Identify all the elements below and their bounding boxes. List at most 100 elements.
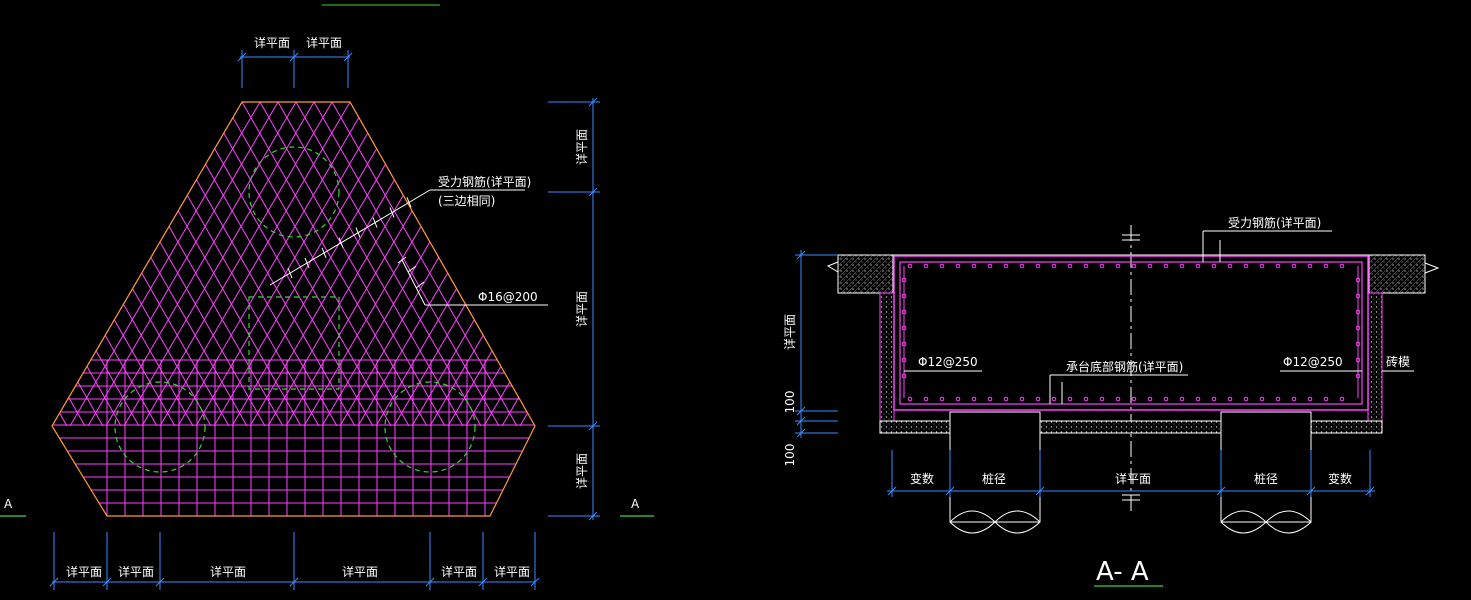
section-leaders [904, 230, 1414, 404]
rebar-dot [1035, 263, 1041, 269]
note-bar-spacing: Φ16@200 [478, 290, 538, 304]
note-main-rebar-line2: (三边相同) [438, 194, 495, 208]
rebar-line [69, 102, 261, 427]
rebar-dot [1099, 396, 1105, 402]
leader-tick [372, 217, 378, 228]
rebar-dot [1227, 263, 1233, 269]
rebar-dot [955, 263, 961, 269]
rebar-line [87, 102, 279, 427]
rebar-dot [987, 396, 993, 402]
rebar-dot [939, 396, 945, 402]
rebar-dot [987, 263, 993, 269]
rebar-line [0, 102, 26, 426]
plan-top-dimension [237, 50, 353, 88]
rebar-dot [955, 396, 961, 402]
note-main-rebar-line1: 受力钢筋(详平面) [438, 174, 531, 189]
section-mark-left-label: A [4, 497, 13, 511]
rebar-dot [1003, 396, 1009, 402]
rebar-dot [1131, 396, 1137, 402]
plan-top-dim-2: 详平面 [306, 35, 342, 50]
rebar-dot [1323, 263, 1329, 269]
rebar-line [177, 102, 369, 427]
leader-main-rebar [269, 189, 525, 286]
rebar-line [385, 102, 535, 427]
rebar-line [52, 102, 63, 427]
rebar-dot [907, 263, 913, 269]
rebar-dot [1083, 396, 1089, 402]
section-bottom-dim-3: 详平面 [1115, 471, 1151, 486]
rebar-dot [939, 263, 945, 269]
rebar-mesh [0, 102, 859, 516]
rebar-dot [1307, 263, 1313, 269]
plan-bottom-dim-6: 详平面 [494, 564, 530, 579]
rebar-dot [1307, 396, 1313, 402]
rebar-line [159, 102, 351, 427]
rebar-dot [1291, 396, 1297, 402]
rebar-dot [1227, 396, 1233, 402]
pile-circle-left [114, 381, 206, 473]
rebar-dot [1275, 263, 1281, 269]
rebar-line [259, 102, 446, 427]
rebar-line [674, 102, 859, 426]
rebar-dot [901, 325, 907, 331]
rebar-line [602, 102, 787, 426]
rebar-dot [1067, 263, 1073, 269]
rebar-line [403, 102, 535, 427]
rebar-dot [1051, 263, 1057, 269]
rebar-dot [1259, 263, 1265, 269]
rebar-line [439, 102, 535, 427]
column-outline [248, 296, 340, 390]
rebar-line [465, 102, 535, 427]
rebar-dot [923, 263, 929, 269]
rebar-dot [1003, 263, 1009, 269]
section-view: 受力钢筋(详平面) Φ12@250 承台底部钢筋(详平面) Φ12@250 砖模… [782, 215, 1440, 587]
plan-top-dim-1: 详平面 [254, 35, 290, 50]
rebar-dots [901, 263, 1361, 402]
section-title: A- A [1096, 557, 1149, 587]
rebar-line [0, 102, 31, 426]
rebar-dot [1275, 396, 1281, 402]
section-note-side-bar-right: Φ12@250 [1283, 355, 1343, 369]
rebar-line [141, 102, 333, 427]
rebar-dot [1355, 309, 1361, 315]
rebar-line [195, 102, 387, 427]
rebar-dot [1179, 263, 1185, 269]
rebar-line [0, 102, 49, 426]
leader-tick [406, 197, 412, 208]
rebar-dot [1115, 396, 1121, 402]
rebar-line [52, 102, 176, 427]
section-bottom-dim-4: 桩径 [1254, 471, 1278, 486]
rebar-line [223, 102, 410, 427]
rebar-dot [923, 396, 929, 402]
plan-right-dim-1: 详平面 [574, 129, 589, 165]
section-mark-right: A [620, 497, 654, 517]
rebar-line [620, 102, 805, 426]
rebar-dot [1339, 396, 1345, 402]
rebar-dot [1323, 396, 1329, 402]
rebar-line [367, 102, 535, 427]
plan-bottom-dim-2: 详平面 [118, 564, 154, 579]
rebar-dot [1355, 325, 1361, 331]
plan-bottom-dimension [49, 532, 540, 590]
section-mark-left: A [0, 497, 26, 517]
rebar-line [574, 102, 764, 426]
rebar-line [457, 102, 535, 427]
pile-circle-right [384, 381, 476, 473]
rebar-line [566, 102, 751, 426]
pile-cap-section [893, 255, 1369, 411]
section-note-bottom-rebar: 承台底部钢筋(详平面) [1066, 359, 1183, 374]
leader-tick [304, 257, 310, 269]
rebar-line [123, 102, 315, 427]
rebar-dot [901, 277, 907, 283]
rebar-line [52, 102, 158, 427]
rebar-line [105, 102, 297, 427]
section-bottom-dim-1: 变数 [910, 471, 934, 486]
leader-bar-spacing [397, 256, 548, 306]
rebar-dot [1147, 396, 1153, 402]
rebar-dot [1195, 396, 1201, 402]
rebar-line [295, 102, 482, 427]
section-left-dim-upper: 详平面 [782, 314, 797, 350]
rebar-line [52, 102, 86, 427]
rebar-line [0, 102, 44, 426]
rebar-dot [901, 357, 907, 363]
